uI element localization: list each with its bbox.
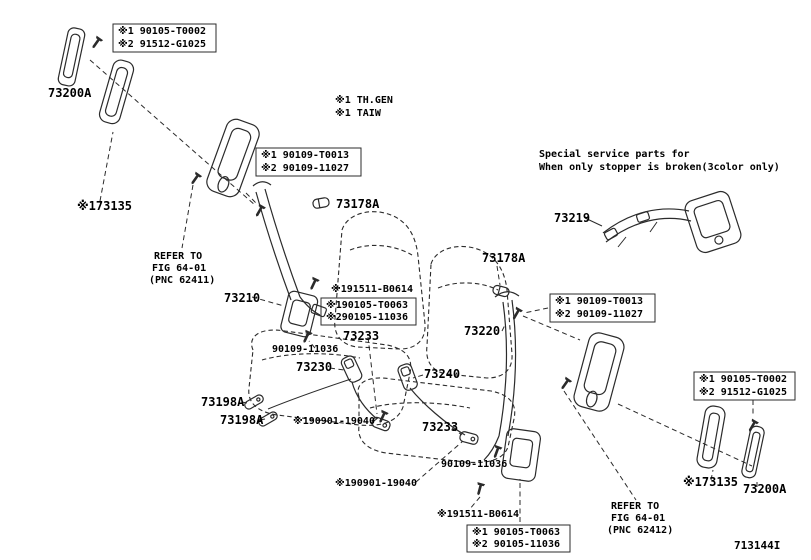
leader-lines	[89, 59, 758, 522]
part-label-73233-left: 73233	[343, 329, 379, 343]
note-90105-T0063-bottom: ※1 90105-T0063	[472, 526, 560, 538]
note-90105-T0063-left: ※190105-T0063	[326, 299, 408, 311]
note-90109-T0013-right: ※1 90109-T0013	[555, 295, 643, 307]
figure-id: 713144I	[734, 539, 780, 552]
floor-anchor-73233-right	[459, 431, 479, 445]
note-90901-19040-upper: ※190901-19040	[293, 415, 375, 427]
note-90109-11027-left: ※2 90109-11027	[261, 162, 349, 174]
note-91512-G1025-right: ※2 91512-G1025	[699, 386, 787, 398]
pillar-trim-73200a-left	[57, 27, 86, 87]
refer-note-1-line1: REFER TO	[154, 251, 202, 262]
special-service-note-line1: Special service parts for	[539, 148, 690, 160]
pillar-trim-73200a-right	[741, 425, 765, 479]
part-label-73220: 73220	[464, 324, 500, 338]
seat-outlines	[248, 211, 516, 464]
b-pillar-garnish-right	[573, 332, 625, 412]
note-90105-11036-left: ※290105-11036	[326, 311, 408, 323]
part-label-73178A-right: 73178A	[482, 251, 526, 265]
note-box	[112, 23, 217, 53]
part-label-73240: 73240	[424, 367, 460, 381]
refer-note-1-line3: (PNC 62411)	[149, 275, 215, 286]
bolt-icon	[558, 376, 573, 392]
note-90901-19040-lower: ※190901-19040	[335, 477, 417, 489]
refer-note-1-line2: FIG 64-01	[152, 263, 206, 274]
note-90105-11036-bottom: ※2 90105-11036	[472, 538, 560, 550]
note-91511-B0614-left: ※191511-B0614	[331, 283, 413, 295]
refer-note-2-line1: REFER TO	[611, 501, 659, 512]
pillar-trim-73135-left	[98, 59, 135, 125]
pillar-trim-73135-right	[696, 405, 726, 469]
note-90109-T0013-left: ※1 90109-T0013	[261, 149, 349, 161]
buckle-73240	[397, 363, 466, 436]
refer-note-2-line3: (PNC 62412)	[607, 525, 673, 536]
note-90105-T0002-top-left: ※1 90105-T0002	[118, 25, 206, 37]
bolt-icon	[252, 203, 266, 219]
bolt-icon	[490, 444, 503, 460]
note-90109-11027-right: ※2 90109-11027	[555, 308, 643, 320]
bolt-icon	[188, 171, 203, 187]
bolt-icon	[307, 276, 320, 292]
part-label-73198A-1: 73198A	[201, 395, 245, 409]
note-90109-11036-left-label: 90109-11036	[272, 344, 338, 355]
note-th-gen: ※1 TH.GEN	[335, 94, 393, 106]
note-taiw: ※1 TAIW	[335, 107, 382, 119]
part-label-73219: 73219	[554, 211, 590, 225]
part-label-73135-right: ※173135	[683, 475, 738, 489]
bolt-icon	[89, 35, 104, 51]
part-label-73210: 73210	[224, 291, 260, 305]
special-service-note-line2: When only stopper is broken(3color only)	[539, 161, 780, 173]
buckle-73230	[340, 355, 378, 420]
note-box	[255, 147, 362, 177]
special-service-drawing	[602, 190, 742, 254]
seatbelt-assembly-73220	[483, 291, 542, 482]
anchor-plate-73198a-1	[244, 394, 264, 410]
seatbelt-assembly-73210	[252, 181, 327, 338]
b-pillar-garnish-left	[206, 118, 260, 198]
note-91512-G1025-top-left: ※2 91512-G1025	[118, 38, 206, 50]
bolt-icon	[474, 482, 486, 497]
anchor-plate-73198a-2	[258, 411, 278, 427]
bolt-icon	[509, 306, 523, 322]
part-label-73200A-right: 73200A	[743, 482, 787, 496]
bolt-icon	[300, 329, 313, 345]
part-label-73135-left: ※173135	[77, 199, 132, 213]
part-label-73230: 73230	[296, 360, 332, 374]
part-label-73178A-top: 73178A	[336, 197, 380, 211]
clip-73178a-right	[492, 284, 510, 298]
note-box	[693, 371, 796, 401]
part-label-73200A-left: 73200A	[48, 86, 92, 100]
solid-leader-lines	[241, 217, 603, 421]
note-box	[320, 297, 417, 326]
refer-note-2-line2: FIG 64-01	[611, 513, 665, 524]
note-90109-11036-right-label: 90109-11036	[441, 459, 507, 470]
note-box	[549, 293, 656, 323]
clip-73178a-top	[312, 197, 330, 209]
lap-belt-webbing	[267, 378, 352, 410]
note-90105-T0002-right: ※1 90105-T0002	[699, 373, 787, 385]
part-label-73233-right: 73233	[422, 420, 458, 434]
note-91511-B0614-bottom: ※191511-B0614	[437, 508, 519, 520]
part-label-73198A-2: 73198A	[220, 413, 264, 427]
note-box	[466, 524, 571, 553]
